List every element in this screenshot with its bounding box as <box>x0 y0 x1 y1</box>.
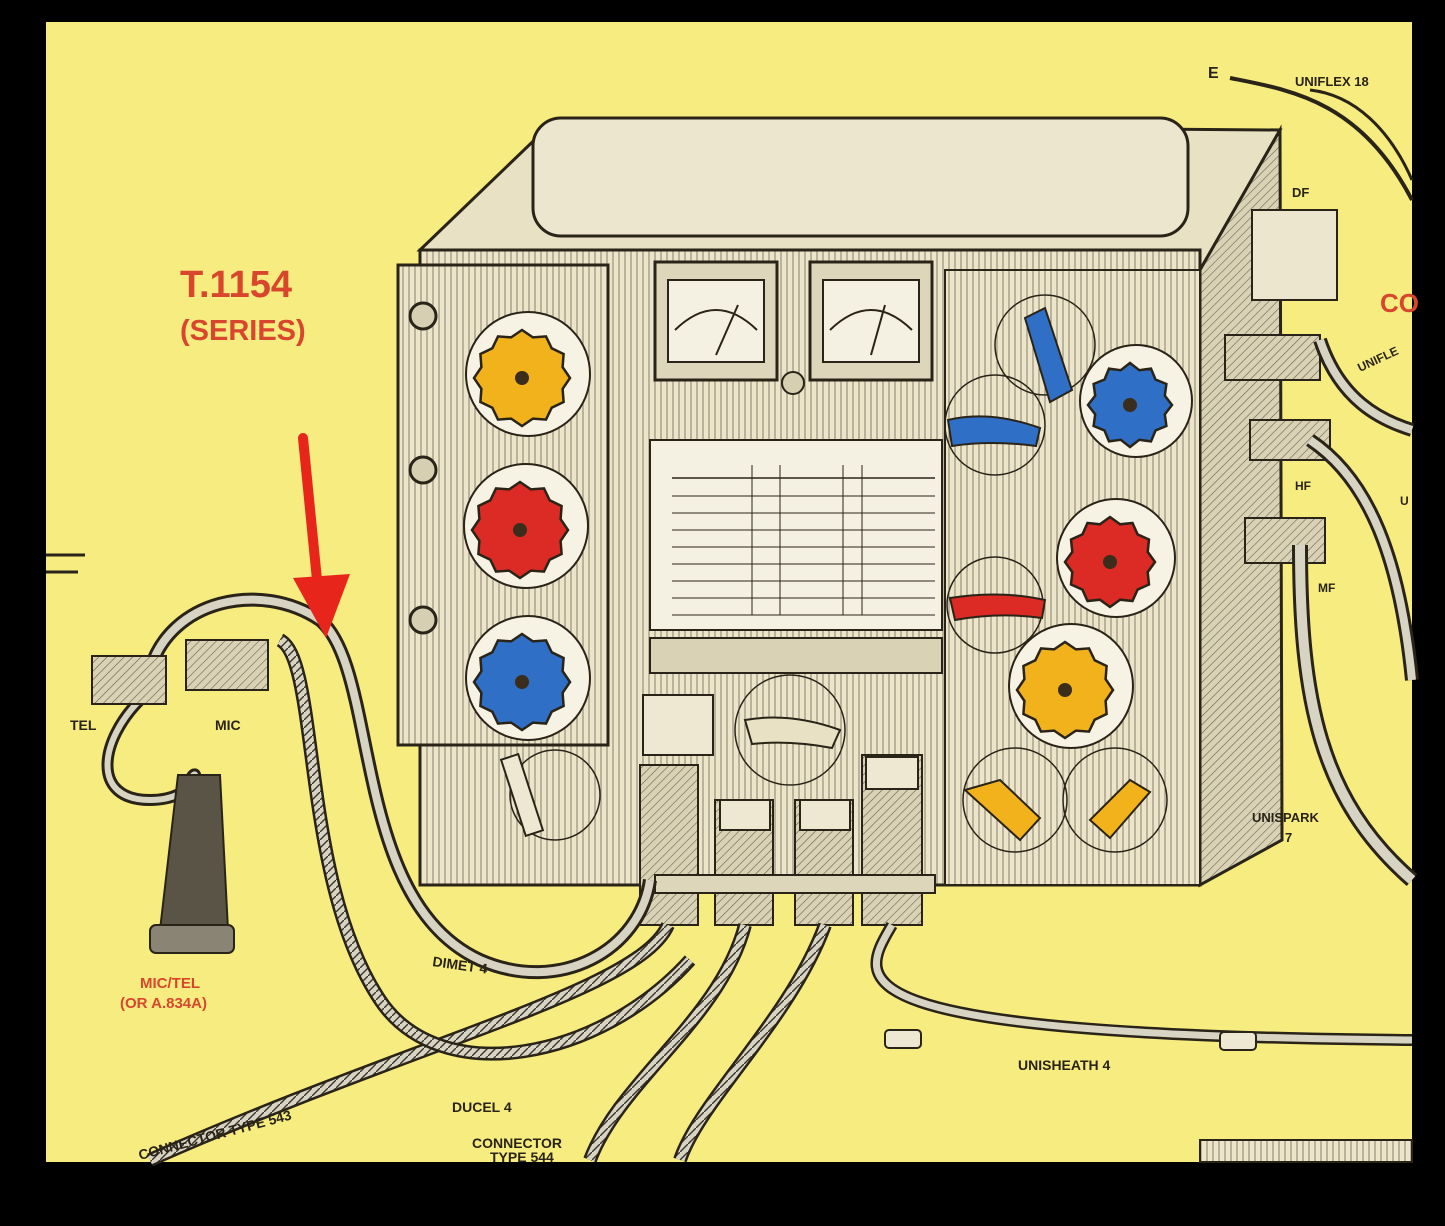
plug-blocks <box>639 694 936 926</box>
connector-544-label-2: TYPE 544 <box>490 1149 554 1165</box>
hf-label: HF <box>1295 479 1311 493</box>
red-knob-mid <box>463 463 589 589</box>
plug-strip <box>649 637 943 674</box>
switch-handles <box>499 306 1152 842</box>
mictel-plug <box>149 774 235 954</box>
top-lid <box>531 116 1190 238</box>
mic-label: MIC <box>215 717 241 733</box>
side-cables <box>1292 337 1419 887</box>
mf-connector <box>1244 517 1326 564</box>
meter-screw <box>781 371 805 395</box>
yellow-knob-top <box>465 311 591 437</box>
right-meter <box>808 260 934 382</box>
mictel-label-2: (OR A.834A) <box>120 995 207 1012</box>
blue-knob-bottom <box>465 615 591 741</box>
title-line1: T.1154 <box>180 264 292 306</box>
uniflex-cable <box>1229 76 1414 201</box>
unisheath-clips <box>884 1029 1257 1051</box>
unispark-label-2: 7 <box>1285 830 1292 845</box>
tuning-chart-card <box>649 439 943 631</box>
title-line2: (SERIES) <box>180 315 306 347</box>
small-lever <box>499 752 545 838</box>
red-knob-right <box>1056 498 1176 618</box>
blue-knob-right <box>1079 344 1193 458</box>
side-connectors <box>1224 209 1338 564</box>
down-arrow-icon <box>293 433 350 638</box>
yellow-lever-left <box>962 778 1042 842</box>
mic-terminal <box>185 639 269 691</box>
left-meter <box>653 260 779 382</box>
right-dials <box>509 294 1168 853</box>
mictel-label-1: MIC/TEL <box>140 975 200 992</box>
df-label: DF <box>1292 185 1309 200</box>
mf-label: MF <box>1318 581 1335 595</box>
bottom-right-box <box>1199 1139 1413 1163</box>
terminal-blocks <box>91 639 269 705</box>
e-label: E <box>1208 65 1219 82</box>
center-switch <box>743 716 842 750</box>
mictel-cables <box>101 592 696 1061</box>
uniflex-label: UNIFLEX 18 <box>1295 74 1369 89</box>
blue-lever-top <box>1023 306 1074 404</box>
connector-544-label-1: CONNECTOR <box>472 1135 562 1151</box>
co-label: CO <box>1380 288 1419 318</box>
unisheath-label: UNISHEATH 4 <box>1018 1057 1111 1073</box>
unispark-label-1: UNISPARK <box>1252 810 1320 825</box>
knobs <box>463 311 1193 749</box>
yellow-knob-right <box>1008 623 1134 749</box>
tel-terminal <box>91 655 167 705</box>
yellow-lever-right <box>1088 778 1152 840</box>
left-terminals <box>408 301 438 635</box>
blue-lever-mid <box>946 415 1042 448</box>
red-lever <box>948 593 1047 622</box>
ducel-label: DUCEL 4 <box>452 1099 512 1115</box>
tel-label: TEL <box>70 717 97 733</box>
lower-cables <box>147 921 1413 1167</box>
u-label: U <box>1400 494 1409 508</box>
df-connector <box>1251 209 1338 301</box>
dimet-label: DIMET 4 <box>432 953 489 977</box>
